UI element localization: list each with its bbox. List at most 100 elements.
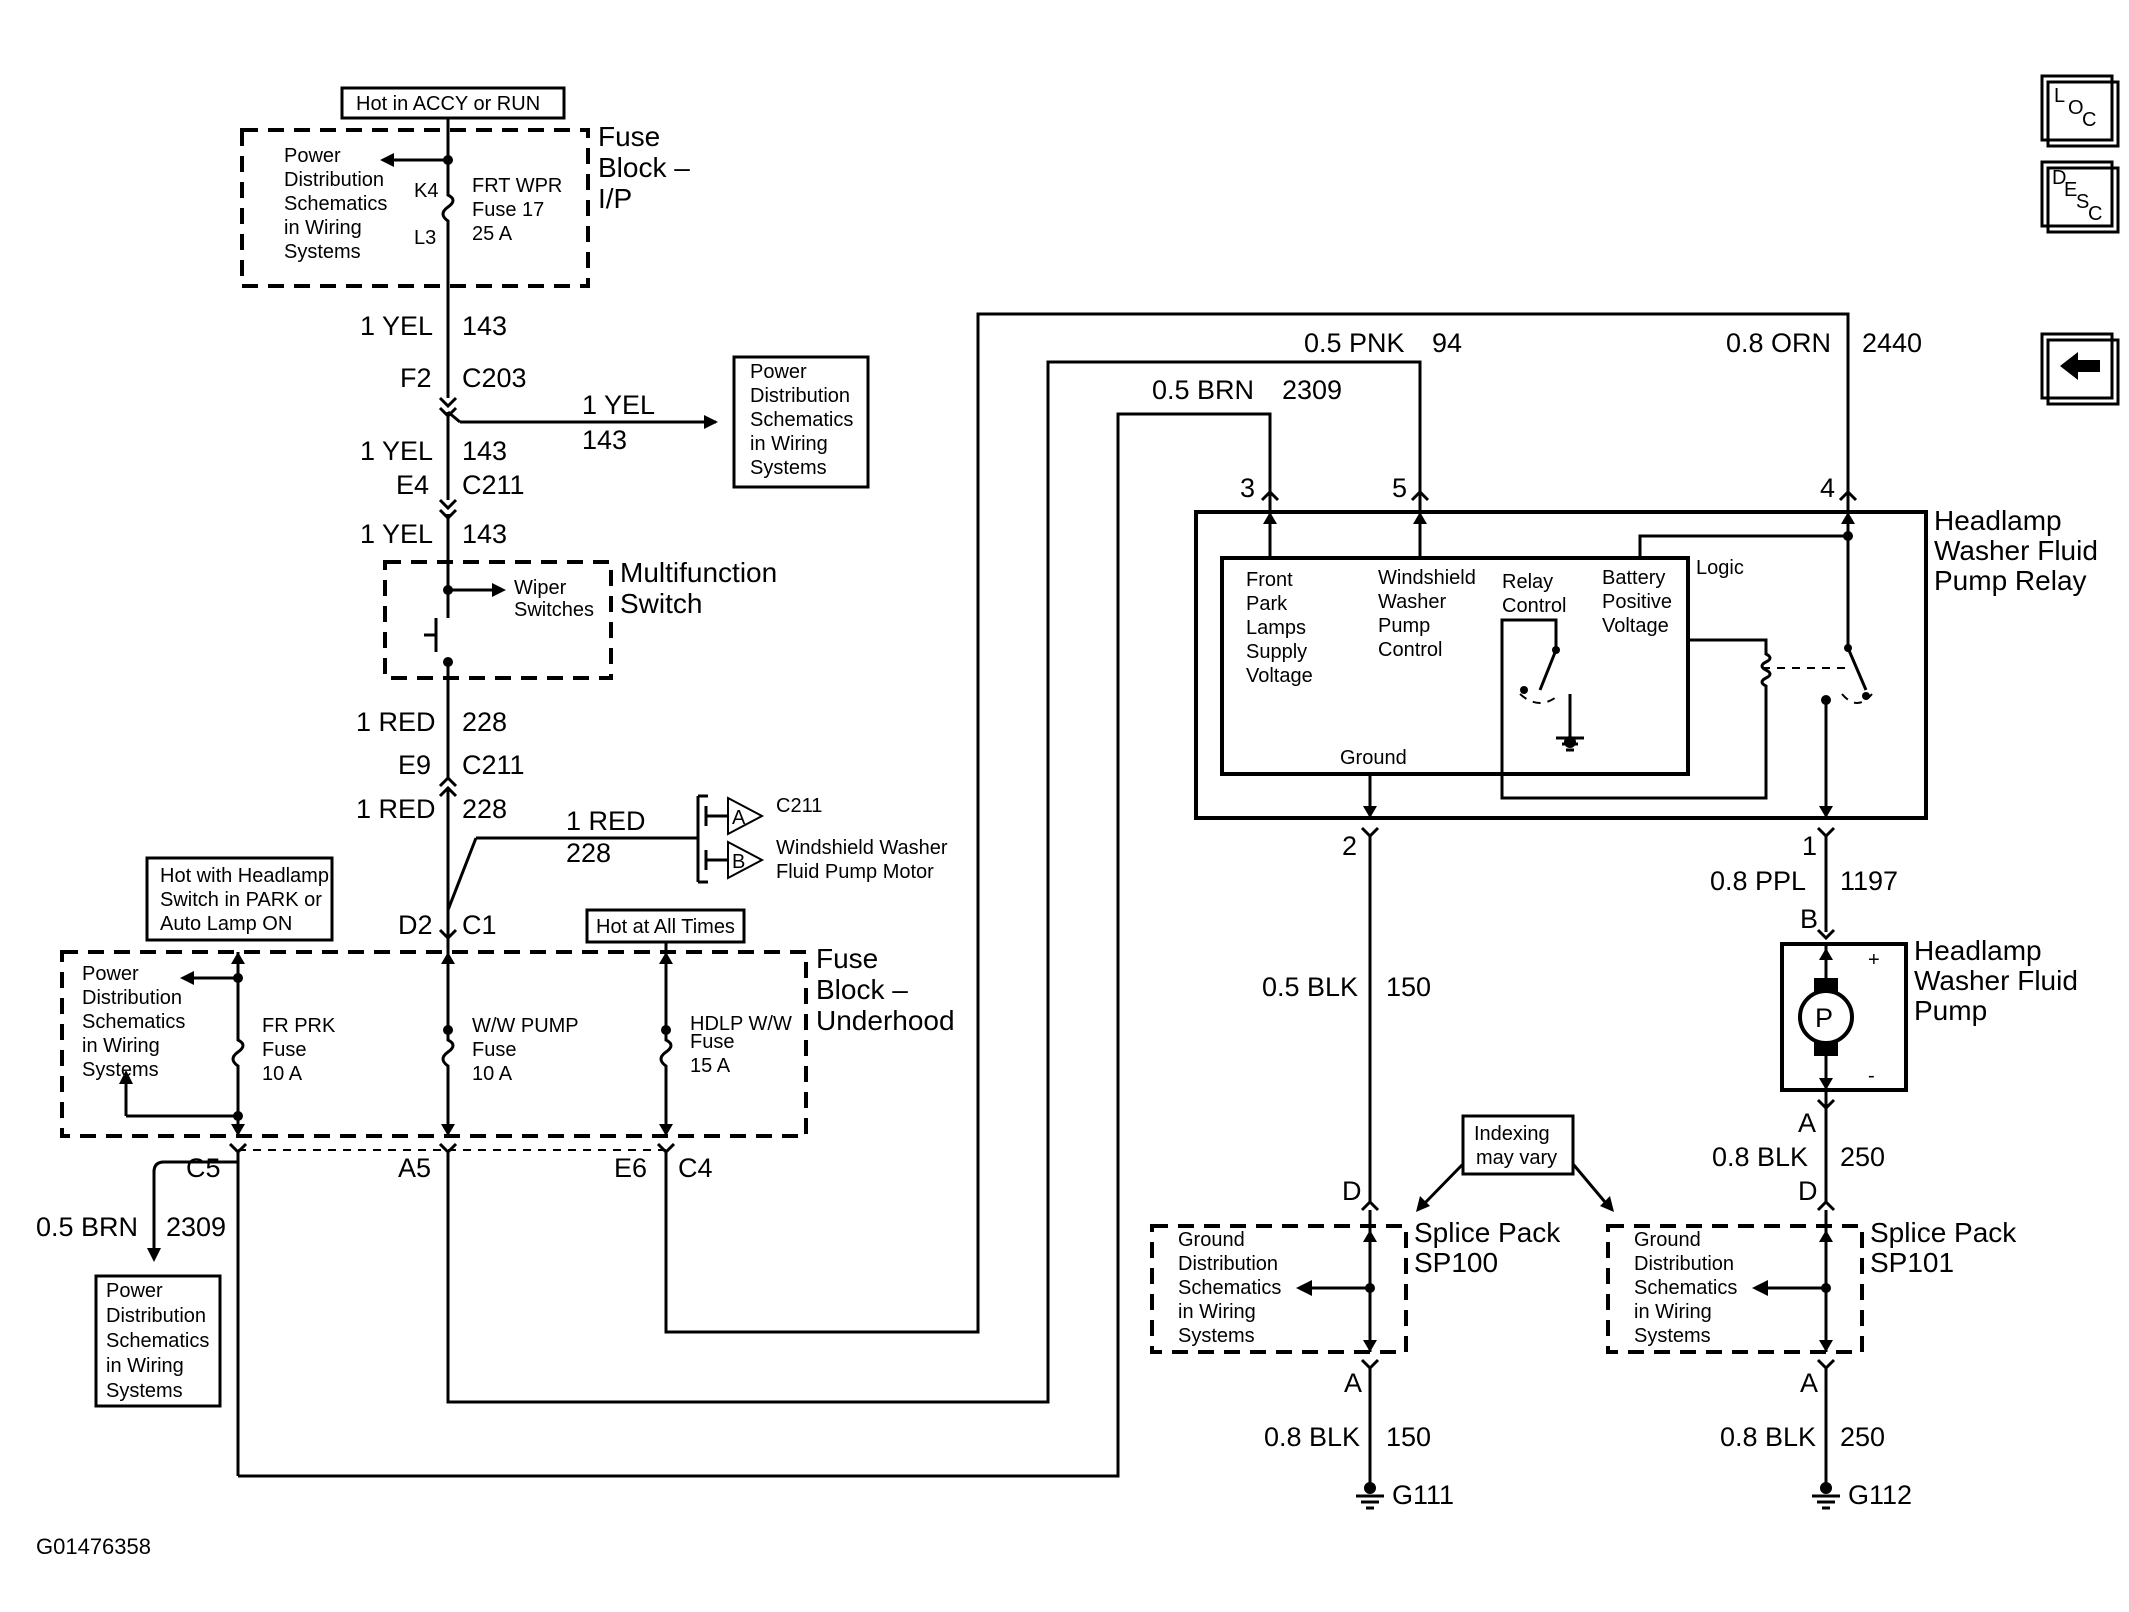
svg-text:Ground: Ground xyxy=(1634,1229,1701,1251)
svg-text:Headlamp: Headlamp xyxy=(1934,505,2062,536)
svg-text:Schematics: Schematics xyxy=(1634,1277,1737,1299)
circuit-number: 250 xyxy=(1840,1422,1885,1452)
svg-text:SP100: SP100 xyxy=(1414,1247,1498,1278)
loc-button[interactable]: L O C xyxy=(2040,74,2120,148)
connector-id: C1 xyxy=(462,910,497,940)
svg-text:Pump: Pump xyxy=(1378,615,1430,637)
connector-symbol xyxy=(438,498,458,511)
svg-text:in Wiring: in Wiring xyxy=(1634,1301,1712,1323)
svg-text:Underhood: Underhood xyxy=(816,1005,955,1036)
svg-text:Control: Control xyxy=(1502,595,1566,617)
connector-pin: E9 xyxy=(398,750,431,780)
svg-text:Systems: Systems xyxy=(1178,1325,1255,1347)
circuit-number: 143 xyxy=(582,425,627,455)
svg-text:L: L xyxy=(2054,85,2065,107)
svg-text:Fluid Pump Motor: Fluid Pump Motor xyxy=(776,861,934,883)
connector-pin: A5 xyxy=(398,1153,431,1183)
connector-pin: B xyxy=(1800,904,1818,934)
svg-text:Systems: Systems xyxy=(82,1059,159,1081)
svg-text:Fuse 17: Fuse 17 xyxy=(472,199,544,221)
svg-text:E: E xyxy=(2064,179,2077,201)
circuit-number: 143 xyxy=(462,519,507,549)
connector-symbol xyxy=(438,396,458,409)
figure-id: G01476358 xyxy=(36,1534,151,1559)
circuit-number: 2309 xyxy=(166,1212,226,1242)
svg-text:10 A: 10 A xyxy=(262,1063,303,1085)
wire-label: 0.8 ORN xyxy=(1726,328,1831,358)
svg-text:10 A: 10 A xyxy=(472,1063,513,1085)
wire-label: 0.8 BLK xyxy=(1264,1422,1360,1452)
desc-button[interactable]: D E S C xyxy=(2040,160,2120,234)
svg-text:Power: Power xyxy=(82,963,139,985)
svg-text:Schematics: Schematics xyxy=(750,409,853,431)
wire-2309 xyxy=(238,412,1272,1478)
svg-text:Headlamp: Headlamp xyxy=(1914,935,2042,966)
svg-text:S: S xyxy=(2076,191,2089,213)
svg-text:Splice Pack: Splice Pack xyxy=(1870,1217,2017,1248)
back-arrow-icon xyxy=(2060,352,2100,380)
relay-pin: 5 xyxy=(1392,473,1407,503)
svg-text:FR PRK: FR PRK xyxy=(262,1015,336,1037)
wire-label: 1 YEL xyxy=(360,519,433,549)
svg-text:+: + xyxy=(1868,949,1880,971)
wire-label: 1 RED xyxy=(566,806,646,836)
circuit-number: 2309 xyxy=(1282,375,1342,405)
svg-text:Voltage: Voltage xyxy=(1602,615,1669,637)
svg-text:Block –: Block – xyxy=(816,974,908,1005)
svg-text:Windshield Washer: Windshield Washer xyxy=(776,837,948,859)
svg-text:Multifunction: Multifunction xyxy=(620,557,777,588)
multifunction-switch: Multifunction Switch Wiper Switches xyxy=(383,557,777,680)
svg-text:in Wiring: in Wiring xyxy=(106,1355,184,1377)
svg-text:in Wiring: in Wiring xyxy=(1178,1301,1256,1323)
relay-pin: 4 xyxy=(1820,473,1835,503)
svg-text:in Wiring: in Wiring xyxy=(284,217,362,239)
svg-text:Lamps: Lamps xyxy=(1246,617,1306,639)
wire-2440 xyxy=(664,312,1850,1334)
washer-pump-motor-connector: A B C211 Windshield Washer Fluid Pump Mo… xyxy=(690,794,948,884)
wire-label: 0.8 BLK xyxy=(1712,1142,1808,1172)
svg-text:Distribution: Distribution xyxy=(1178,1253,1278,1275)
connector-pin: D2 xyxy=(398,910,433,940)
svg-text:D: D xyxy=(2052,167,2066,189)
svg-text:A: A xyxy=(732,807,746,829)
svg-text:C: C xyxy=(2088,203,2102,225)
svg-text:Schematics: Schematics xyxy=(106,1330,209,1352)
wire-label: 0.5 BRN xyxy=(1152,375,1254,405)
connector-pin: A xyxy=(1800,1368,1818,1398)
svg-text:Fuse: Fuse xyxy=(690,1031,734,1053)
svg-text:Schematics: Schematics xyxy=(284,193,387,215)
connector-pin: A xyxy=(1344,1368,1362,1398)
circuit-number: 94 xyxy=(1432,328,1462,358)
relay-pin: 2 xyxy=(1342,831,1357,861)
svg-text:C211: C211 xyxy=(776,795,822,817)
wire-label: 0.5 BLK xyxy=(1262,972,1358,1002)
svg-text:FRT WPR: FRT WPR xyxy=(472,175,562,197)
indexing-note: Indexing may vary xyxy=(1416,1114,1614,1212)
svg-text:Wiper: Wiper xyxy=(514,577,567,599)
wire-label: 1 YEL xyxy=(582,390,655,420)
svg-text:Supply: Supply xyxy=(1246,641,1307,663)
svg-text:Fuse: Fuse xyxy=(816,943,878,974)
headlamp-washer-fluid-pump: Headlamp Washer Fluid Pump P + - xyxy=(1780,935,2078,1092)
svg-text:Indexing: Indexing xyxy=(1474,1123,1550,1145)
connector-pin: A xyxy=(1798,1108,1816,1138)
svg-text:Ground: Ground xyxy=(1178,1229,1245,1251)
hot-label-all-times: Hot at All Times xyxy=(585,908,746,944)
relay-pin: 3 xyxy=(1240,473,1255,503)
ground-g112: G112 xyxy=(1812,1480,1912,1510)
svg-text:Fuse: Fuse xyxy=(598,121,660,152)
svg-text:Splice Pack: Splice Pack xyxy=(1414,1217,1561,1248)
svg-text:Pump: Pump xyxy=(1914,995,1987,1026)
hot-label-accy-run: Hot in ACCY or RUN xyxy=(340,86,566,120)
svg-text:W/W PUMP: W/W PUMP xyxy=(472,1015,579,1037)
svg-text:I/P: I/P xyxy=(598,183,632,214)
fuse-block-underhood: Fuse Block – Underhood Power Distributio… xyxy=(60,940,955,1138)
svg-text:Washer Fluid: Washer Fluid xyxy=(1934,535,2098,566)
svg-text:15 A: 15 A xyxy=(690,1055,731,1077)
splice-pack-sp101: Splice Pack SP101 Ground Distribution Sc… xyxy=(1606,1210,2017,1354)
svg-text:Front: Front xyxy=(1246,569,1293,591)
svg-text:P: P xyxy=(1815,1003,1833,1033)
back-button[interactable] xyxy=(2040,332,2120,406)
connector-symbol xyxy=(438,775,458,788)
